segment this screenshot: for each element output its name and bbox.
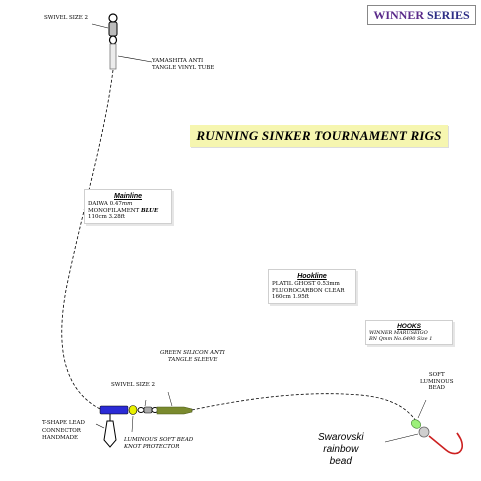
hookline-spec-3: 160cm 1.95ft <box>272 294 310 300</box>
hookline-path <box>191 393 419 425</box>
yellow-bead <box>128 405 138 415</box>
top-swivel <box>108 13 118 45</box>
lead-connector <box>99 405 129 415</box>
soft-luminous-bead <box>411 419 421 429</box>
hook <box>428 432 463 455</box>
hooks-heading: HOOKS <box>397 323 421 330</box>
vinyl-tube <box>109 43 117 70</box>
mainline-heading: Mainline <box>113 193 142 200</box>
label-swarovski: Swarovski rainbow bead <box>318 432 364 467</box>
label-swivel-bottom: SWIVEL SIZE 2 <box>111 382 156 388</box>
brand-box: WINNER SERIES <box>367 5 476 25</box>
hookline-heading: Hookline <box>297 273 327 280</box>
hookline-box: Hookline PLATIL GHOST 0.53mm FLUOROCARBO… <box>268 269 356 304</box>
green-sleeve <box>156 406 193 415</box>
label-luminous-bead: LUMINOUS SOFT BEAD KNOT PROTECTOR <box>124 437 194 450</box>
bottom-swivel <box>137 406 159 414</box>
hookline-spec-2: FLUOROCARBON CLEAR <box>272 287 345 294</box>
brand-word-2: SERIES <box>426 8 470 22</box>
mainline-path <box>61 69 114 411</box>
hooks-box: HOOKS WINNER MARUSEIGO BN Qmm No.6490 Si… <box>365 320 453 345</box>
label-soft-bead: SOFT LUMINOUS BEAD <box>420 372 454 391</box>
label-tshape: T-SHAPE LEAD CONNECTOR HANDMADE <box>42 420 85 441</box>
swarovski-bead <box>418 426 430 438</box>
mainline-box: Mainline DAIWA 0.47mm MONOFILAMENT BLUE … <box>84 189 172 224</box>
pointer-tube <box>117 55 153 63</box>
snap-clip <box>103 420 117 448</box>
mainline-spec-3: 110cm 3.28ft <box>88 214 126 220</box>
hooks-spec-1: WINNER MARUSEIGO <box>369 330 428 336</box>
mainline-spec-2: MONOFILAMENT BLUE <box>88 207 159 214</box>
label-green-sleeve: GREEN SILICON ANTI TANGLE SLEEVE <box>160 350 225 363</box>
brand-word-1: WINNER <box>373 8 424 22</box>
mainline-spec-1: DAIWA 0.47mm <box>88 201 133 207</box>
label-swivel-top: SWIVEL SIZE 2 <box>44 15 89 21</box>
diagram-title: RUNNING SINKER TOURNAMENT RIGS <box>190 125 448 147</box>
hooks-spec-2: BN Qmm No.6490 Size 1 <box>369 336 433 342</box>
hookline-spec-1: PLATIL GHOST 0.53mm <box>272 281 340 287</box>
label-vinyl-tube: YAMASHITA ANTI TANGLE VINYL TUBE <box>152 58 215 71</box>
pointer-swivel-top <box>91 23 109 29</box>
